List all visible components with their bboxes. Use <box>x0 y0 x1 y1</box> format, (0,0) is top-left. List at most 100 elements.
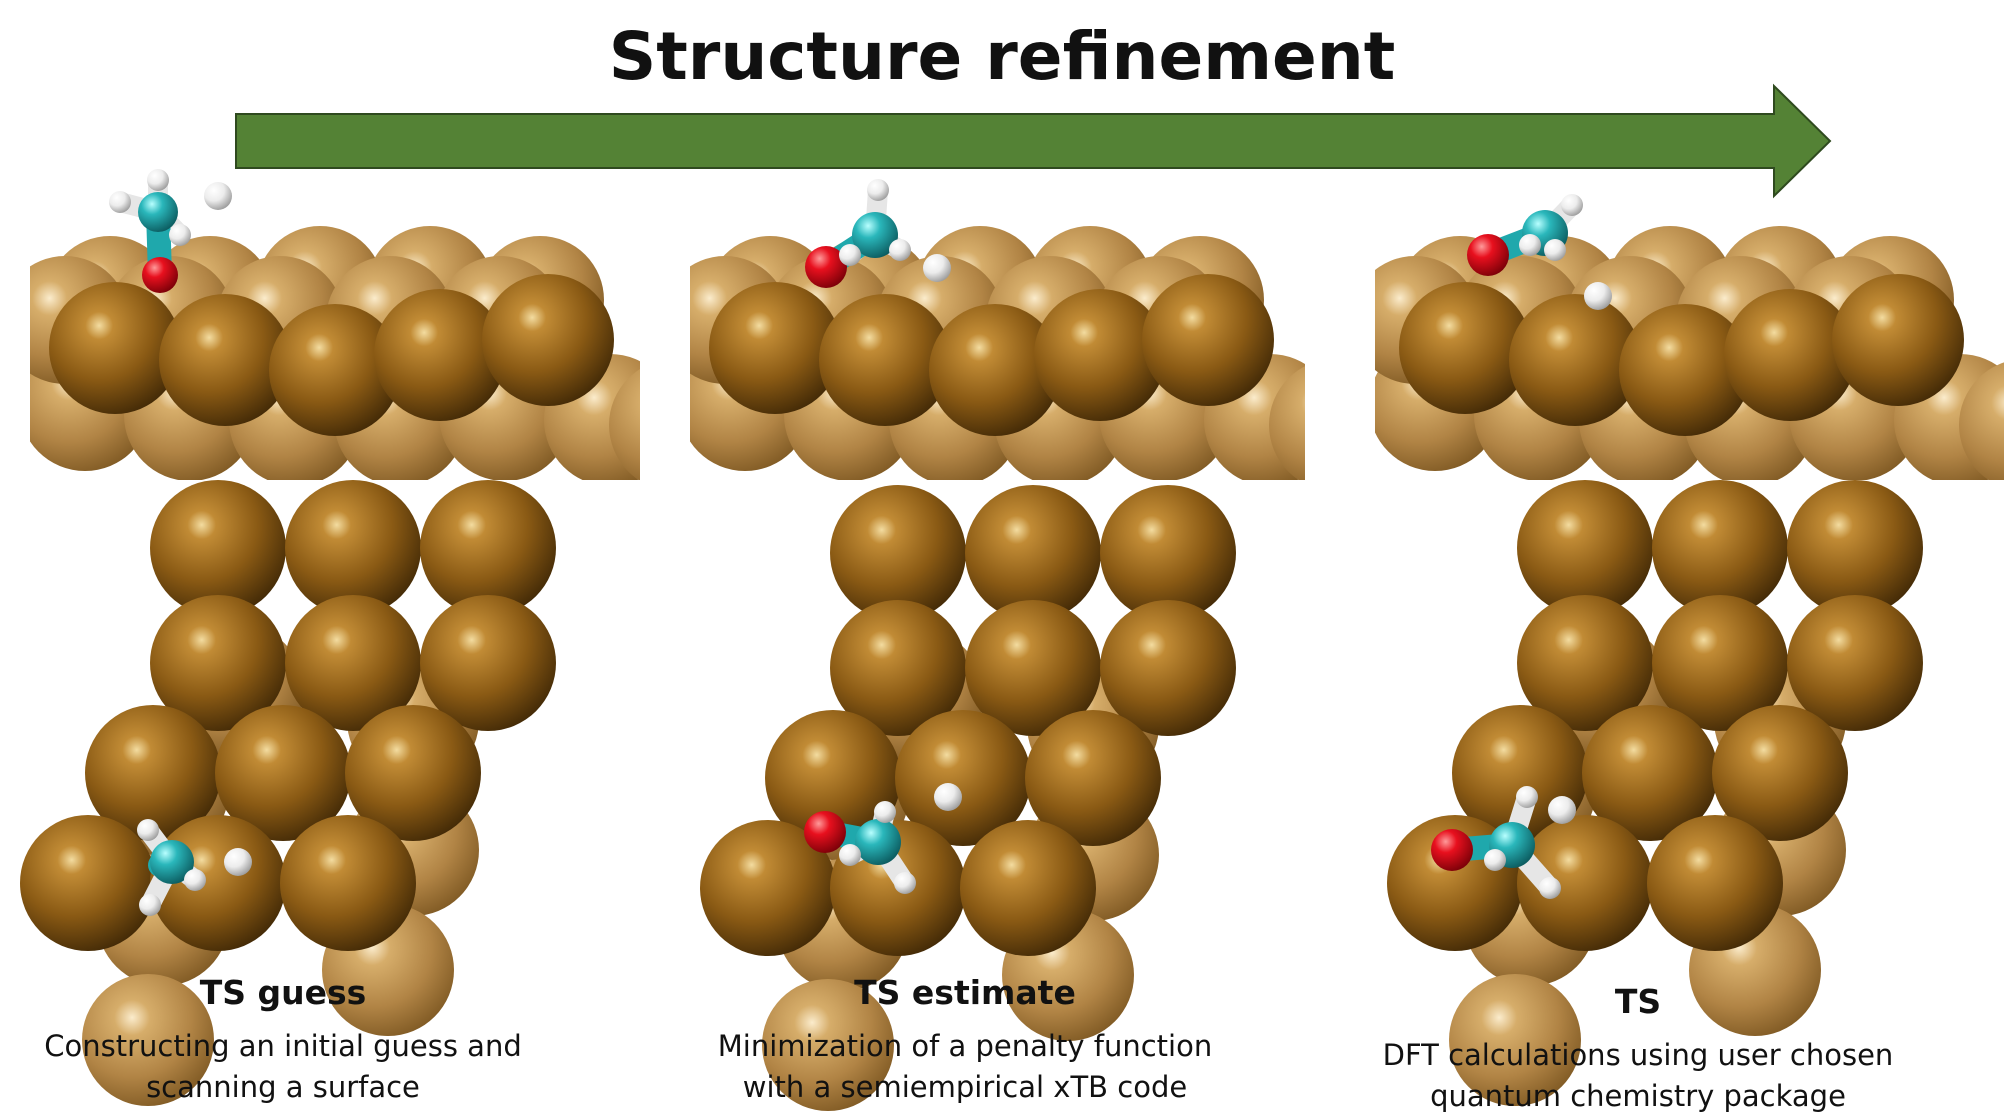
metal-atom <box>345 705 481 841</box>
metal-atom <box>929 304 1061 436</box>
metal-atom <box>150 595 286 731</box>
metal-atom <box>150 480 286 616</box>
metal-atom <box>1787 595 1923 731</box>
hydrogen-atom <box>109 191 131 213</box>
metal-atom <box>965 485 1101 621</box>
surface-top-view <box>1387 480 1923 1106</box>
step-description: Minimization of a penalty function with … <box>645 1026 1285 1108</box>
hydrogen-atom <box>1539 877 1561 899</box>
surface-side-view <box>690 226 1305 480</box>
metal-atom <box>895 710 1031 846</box>
step-title: TS guess <box>199 973 367 1012</box>
carbon-atom <box>852 212 898 258</box>
metal-atom <box>1269 366 1305 480</box>
metal-atom <box>482 274 614 406</box>
oxygen-atom <box>1431 829 1473 871</box>
hydrogen-atom <box>204 182 232 210</box>
hydrogen-atom <box>137 819 159 841</box>
adsorbate-molecules <box>109 169 1612 916</box>
hydrogen-atom <box>889 239 911 261</box>
metal-atom <box>1034 289 1166 421</box>
metal-atom <box>1517 595 1653 731</box>
hydrogen-atom <box>867 179 889 201</box>
step-caption-ts-estimate: TS estimate Minimization of a penalty fu… <box>645 973 1285 1108</box>
oxygen-atom <box>1467 234 1509 276</box>
metal-atom <box>1787 480 1923 616</box>
metal-atom <box>762 979 894 1111</box>
metal-atom <box>960 820 1096 956</box>
metal-atom <box>82 974 214 1106</box>
step-description-line: with a semiempirical xTB code <box>742 1070 1188 1104</box>
hydrogen-atom <box>874 801 896 823</box>
hydrogen-atom <box>894 872 916 894</box>
hydrogen-atom <box>934 783 962 811</box>
step-title: TS <box>1614 982 1662 1021</box>
hydrogen-atom <box>139 894 161 916</box>
metal-atom <box>1712 705 1848 841</box>
hydrogen-atom <box>1544 239 1566 261</box>
metal-atom <box>269 304 401 436</box>
metal-atom <box>965 600 1101 736</box>
step-description-line: scanning a surface <box>146 1070 420 1104</box>
metal-atom <box>1100 485 1236 621</box>
surface-top-view <box>20 480 556 1106</box>
metal-atom <box>1652 480 1788 616</box>
metal-atom <box>1652 595 1788 731</box>
hydrogen-atom <box>169 224 191 246</box>
step-description-line: Minimization of a penalty function <box>717 1029 1213 1063</box>
hydrogen-atom <box>1484 849 1506 871</box>
metal-atom <box>159 294 291 426</box>
metal-atom <box>1100 600 1236 736</box>
metal-atom <box>1449 974 1581 1106</box>
metal-atom <box>1399 282 1531 414</box>
metal-atom <box>49 282 181 414</box>
hydrogen-atom <box>923 254 951 282</box>
step-title: TS estimate <box>854 973 1076 1012</box>
metal-atom <box>1582 705 1718 841</box>
hydrogen-atom <box>1519 234 1541 256</box>
surface-side-view <box>30 226 640 480</box>
metal-atom <box>1517 815 1653 951</box>
oxygen-atom <box>142 257 178 293</box>
metal-atom <box>1959 362 2004 480</box>
metal-atom <box>1724 289 1856 421</box>
hydrogen-atom <box>1548 796 1576 824</box>
step-description: Constructing an initial guess and scanni… <box>0 1026 603 1108</box>
step-caption-ts-guess: TS guess Constructing an initial guess a… <box>0 973 603 1108</box>
metal-atom <box>830 485 966 621</box>
step-caption-ts: TS DFT calculations using user chosen qu… <box>1318 982 1958 1117</box>
carbon-atom <box>138 192 178 232</box>
hydrogen-atom <box>839 244 861 266</box>
metal-atom <box>709 282 841 414</box>
metal-atom <box>215 705 351 841</box>
metal-atom <box>700 820 836 956</box>
hydrogen-atom <box>1584 282 1612 310</box>
metal-atom <box>1619 304 1751 436</box>
metal-atom <box>285 595 421 731</box>
carbon-atom <box>855 819 901 865</box>
metal-atom <box>765 710 901 846</box>
metal-atom <box>1142 274 1274 406</box>
hydrogen-atom <box>839 844 861 866</box>
oxygen-atom <box>805 246 847 288</box>
metal-atom <box>285 480 421 616</box>
metal-atom <box>1517 480 1653 616</box>
hydrogen-atom <box>147 169 169 191</box>
hydrogen-atom <box>1516 786 1538 808</box>
surface-top-view <box>700 485 1236 1111</box>
oxygen-atom <box>804 811 846 853</box>
metal-atom <box>1025 710 1161 846</box>
metal-atom <box>1509 294 1641 426</box>
hydrogen-atom <box>1561 194 1583 216</box>
metal-atom <box>819 294 951 426</box>
surface-side-view <box>1375 226 2004 480</box>
diagram-title: Structure refinement <box>608 18 1396 95</box>
metal-atom <box>20 815 156 951</box>
metal-atom <box>609 369 640 480</box>
metal-atom <box>85 705 221 841</box>
metal-atom <box>1832 274 1964 406</box>
metal-atom <box>280 815 416 951</box>
metal-atom <box>830 600 966 736</box>
refinement-arrow <box>235 83 1832 199</box>
